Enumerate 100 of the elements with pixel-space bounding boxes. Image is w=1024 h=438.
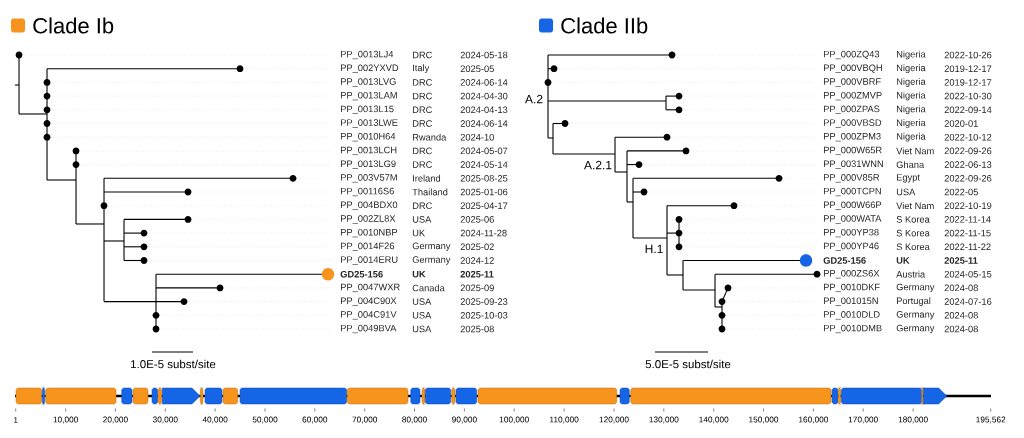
date-label: 2022-11-22	[944, 243, 991, 251]
sample-id: PP_000TCPN	[823, 187, 881, 197]
sample-id: PP_000YP38	[823, 228, 879, 238]
date-label: 2022-10-19	[944, 202, 992, 209]
date-label: 2022-09-26	[944, 175, 992, 182]
clade-label: A.2.1	[584, 160, 612, 170]
axis-tick-label: 1	[14, 417, 18, 423]
date-label: 2022-10-12	[944, 133, 992, 141]
sample-id: PP_0013LG9	[341, 160, 396, 169]
sample-id: PP_000VBRF	[823, 78, 881, 87]
date-label: 2020-01	[944, 120, 978, 127]
country-label: USA	[412, 312, 432, 319]
country-label: Nigeria	[896, 78, 926, 87]
sample-id: PP_00116S6	[341, 187, 394, 197]
date-label: 2024-08	[944, 325, 978, 333]
sample-id: PP_0010NBP	[341, 228, 398, 238]
axis-tick-label: 60,000	[302, 416, 328, 424]
date-label: 2022-11-15	[944, 229, 991, 237]
country-label: Rwanda	[413, 133, 447, 141]
country-label: Nigeria	[896, 119, 926, 128]
sample-id: PP_000V85R	[823, 174, 880, 183]
country-label: USA	[412, 325, 432, 333]
date-label: 2022-10-30	[944, 92, 992, 100]
sample-id: PP_000W66P	[823, 201, 882, 210]
sample-id: PP_0014ERU	[341, 256, 398, 265]
date-label: 2024-10	[460, 133, 494, 141]
country-label: Nigeria	[896, 132, 926, 142]
country-label: Egypt	[896, 174, 920, 183]
clade-label: A.2	[525, 94, 543, 104]
sample-id: PP_0031WNN	[823, 160, 883, 169]
country-label: Nigeria	[896, 50, 926, 60]
axis-tick-label: 195,562	[976, 416, 1006, 424]
date-label: 2022-11-14	[944, 216, 991, 223]
date-label: 2025-04-17	[460, 202, 508, 209]
sample-id: PP_0049BVA	[341, 324, 397, 334]
country-label: DRC	[413, 120, 432, 127]
date-label: 2024-11-28	[460, 229, 507, 237]
axis-tick-label: 90,000	[452, 416, 477, 424]
axis-tick-label: 50,000	[252, 416, 278, 424]
axis-tick-label: 110,000	[550, 416, 579, 424]
date-label: 2025-06	[460, 216, 494, 223]
country-label: Germany	[412, 242, 451, 251]
sample-id: GD25-156	[823, 257, 866, 264]
country-label: Nigeria	[896, 105, 926, 115]
date-label: 2022-09-14	[944, 106, 992, 114]
date-label: 2019-12-17	[944, 65, 992, 72]
country-label: UK	[412, 270, 426, 278]
sample-id: PP_0013LJ4	[341, 50, 394, 60]
date-label: 2024-05-15	[944, 270, 992, 278]
country-label: S Korea	[896, 216, 930, 223]
sample-id: PP_0013LAM	[341, 91, 397, 101]
sample-id: PP_0013L15	[341, 105, 394, 114]
country-label: Ghana	[896, 161, 925, 168]
date-label: 2022-10-26	[944, 51, 992, 59]
country-label: Germany	[896, 324, 935, 334]
axis-tick-label: 120,000	[599, 416, 629, 424]
date-label: 2022-09-26	[944, 147, 992, 155]
sample-id: PP_004C91V	[341, 311, 397, 320]
axis-tick-label: 10,000	[53, 416, 78, 424]
country-label: S Korea	[896, 243, 930, 251]
sample-id: PP_002ZL8X	[341, 215, 396, 224]
country-label: DRC	[413, 79, 432, 86]
date-label: 2024-12	[460, 257, 494, 264]
axis-tick-label: 20,000	[103, 416, 128, 424]
sample-id: PP_000W65R	[823, 146, 882, 156]
date-label: 2019-12-17	[944, 79, 992, 86]
sample-id: PP_000YP46	[823, 242, 879, 251]
sample-id: PP_004BDX0	[341, 201, 398, 210]
country-label: DRC	[413, 92, 432, 100]
axis-tick-label: 170,000	[848, 416, 878, 424]
sample-id: PP_003V57M	[341, 174, 397, 183]
legend-label: Clade Ib	[33, 17, 114, 34]
sample-id: PP_0014F26	[341, 242, 395, 251]
sample-id: PP_004C90X	[341, 297, 397, 306]
sample-id: PP_0010H64	[341, 133, 396, 142]
date-label: 2025-08	[460, 325, 494, 333]
sample-id: PP_000WATA	[823, 215, 882, 224]
date-label: 2025-09	[460, 284, 494, 292]
sample-id: PP_0010DMB	[823, 324, 882, 334]
date-label: 2024-07-16	[944, 298, 992, 305]
sample-id: GD25-156	[340, 270, 383, 278]
axis-tick-label: 100,000	[499, 416, 529, 424]
date-label: 2024-05-07	[460, 147, 508, 155]
country-label: S Korea	[896, 229, 930, 237]
legend-label: Clade IIb	[561, 17, 648, 34]
sample-id: PP_000ZPAS	[823, 105, 880, 114]
date-label: 2025-09-23	[460, 298, 508, 305]
scale-bar-label: 5.0E-5 subst/site	[645, 359, 731, 369]
axis-tick-label: 30,000	[152, 416, 178, 424]
axis-tick-label: 40,000	[202, 416, 228, 424]
country-label: UK	[896, 257, 910, 264]
date-label: 2024-08	[944, 284, 978, 292]
sample-id: PP_0010DLD	[823, 311, 880, 320]
date-label: 2024-06-14	[460, 79, 508, 86]
country-label: Portugal	[896, 297, 931, 306]
country-label: USA	[412, 298, 432, 305]
axis-tick-label: 150,000	[749, 416, 779, 424]
sample-id: PP_002YXVD	[341, 64, 399, 73]
country-label: Viet Nam	[896, 202, 934, 210]
country-label: DRC	[413, 161, 432, 168]
